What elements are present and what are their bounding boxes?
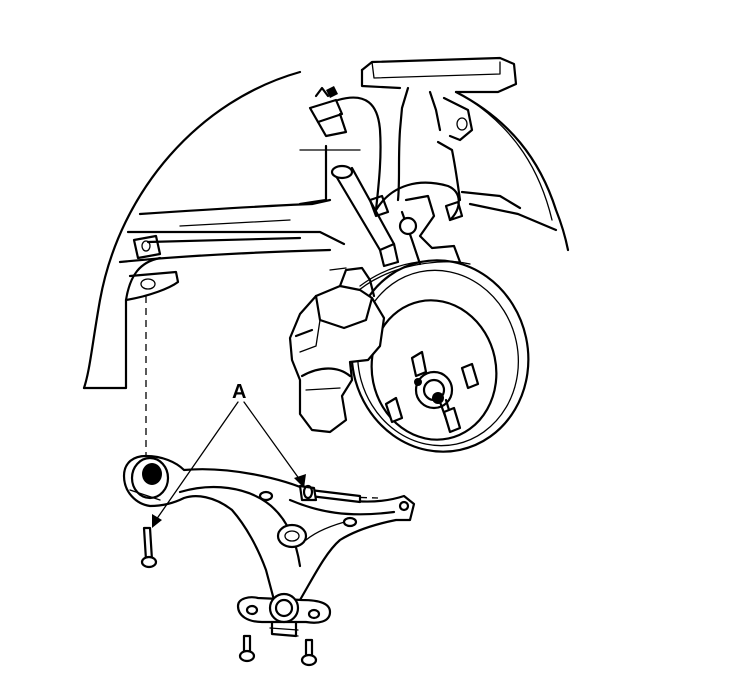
callout-leaders <box>152 401 306 528</box>
lug-stud <box>384 396 404 424</box>
ball-joint <box>236 592 332 638</box>
stabilizer-link <box>330 164 400 268</box>
brake-caliper <box>288 266 386 434</box>
wheel-hub <box>414 370 454 426</box>
bolt <box>140 526 158 569</box>
callout-a: A <box>232 381 246 403</box>
strut-upper-mount <box>360 56 518 202</box>
subframe <box>118 144 558 302</box>
bolt-with-nut <box>298 484 362 504</box>
lower-control-arm <box>122 454 416 608</box>
lug-stud <box>460 362 480 390</box>
knuckle <box>398 194 462 266</box>
bolt <box>238 634 256 663</box>
lug-stud <box>442 406 462 434</box>
brake-hose <box>308 86 464 222</box>
bolt <box>300 638 318 667</box>
lug-stud <box>410 350 428 378</box>
